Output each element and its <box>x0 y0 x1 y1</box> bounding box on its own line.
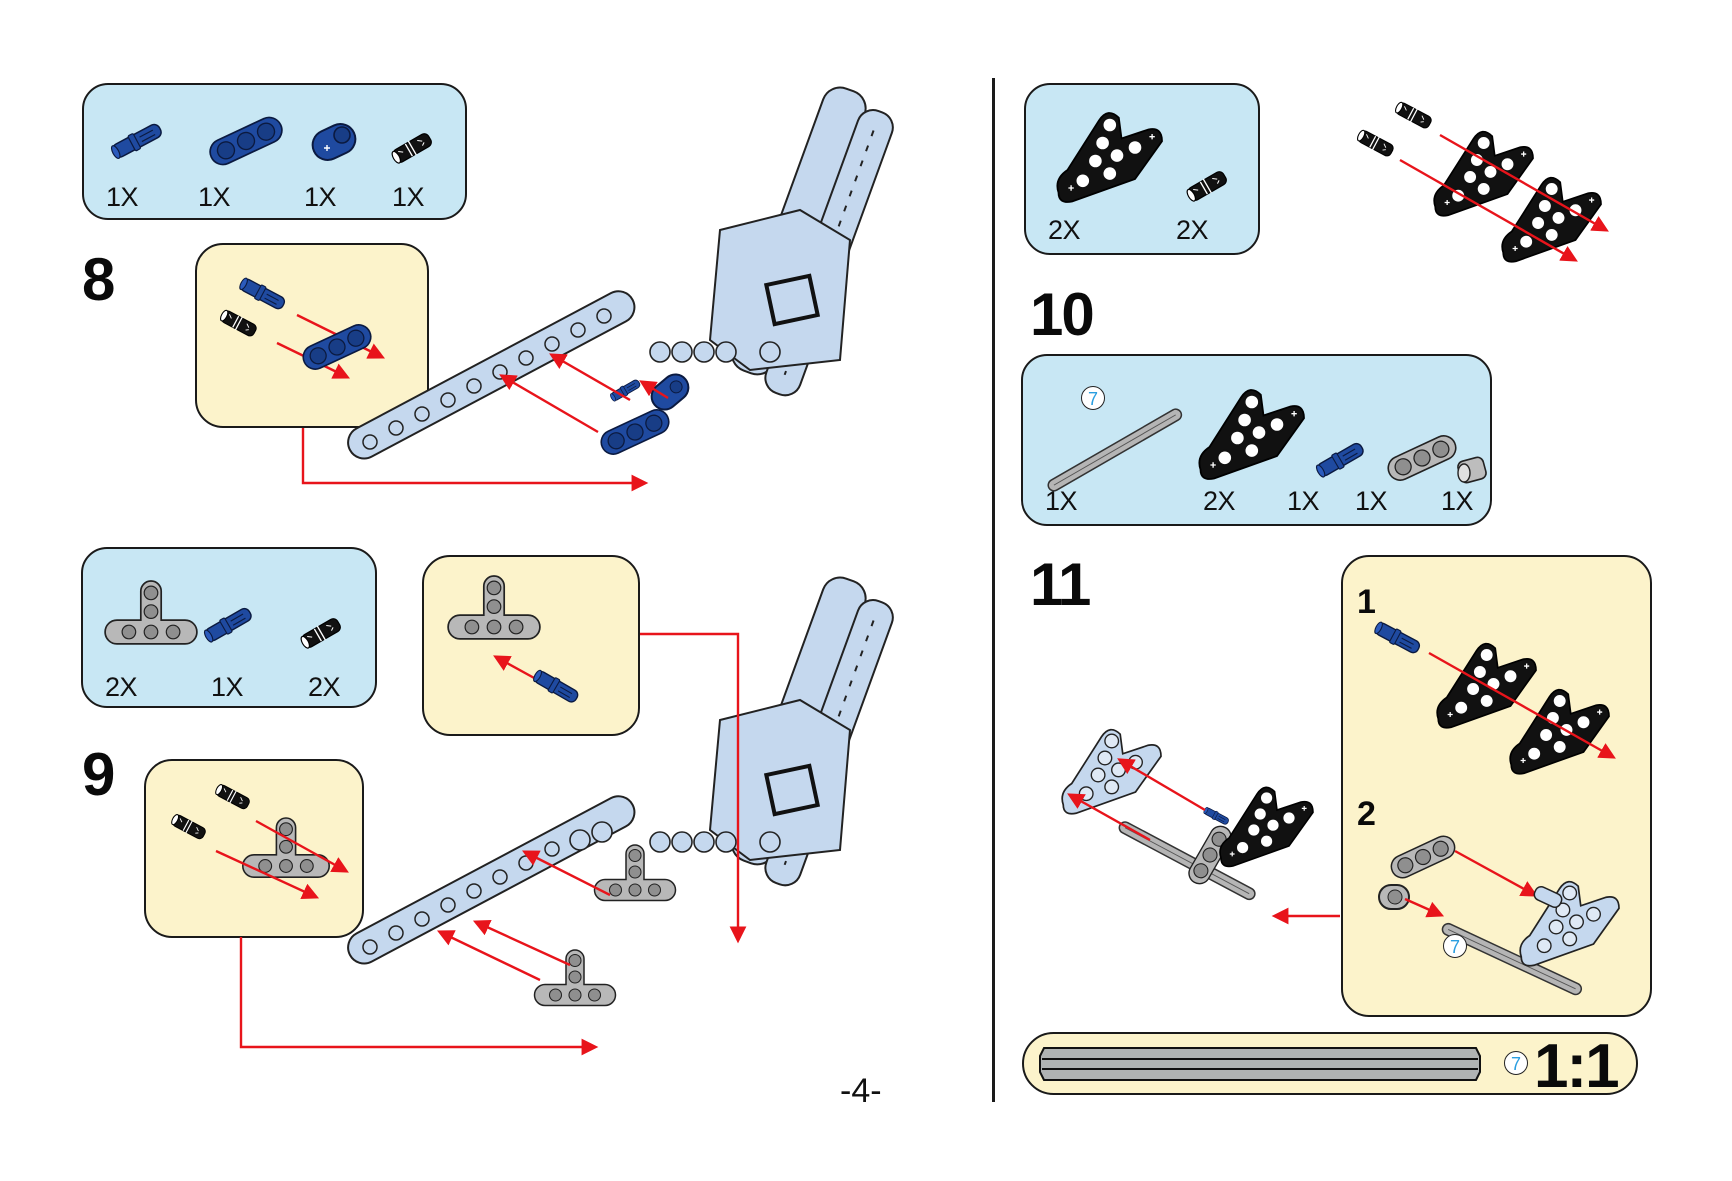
part-qty: 1X <box>392 182 425 212</box>
axle-scale-reference: 7 1:1 <box>1022 1032 1638 1101</box>
part-qty: 2X <box>308 672 341 702</box>
step-10-parts-box: 2X 2X <box>1024 83 1260 255</box>
step-number: 9 <box>82 741 115 808</box>
axle-length-value: 7 <box>1510 1054 1521 1074</box>
subassembly-illustration <box>217 275 386 379</box>
callout-connector <box>301 428 649 492</box>
step-number: 10 <box>1030 281 1095 348</box>
step-8-parts-box: 1X 1X 1X 1X <box>82 83 467 220</box>
step-8-subassembly-box <box>195 243 429 428</box>
step-number: 8 <box>82 246 115 313</box>
step-11-subassembly-box: 1 2 7 <box>1341 555 1652 1017</box>
part-qty: 1X <box>198 182 231 212</box>
page-number: -4- <box>840 1072 882 1110</box>
substep-number: 1 <box>1357 583 1376 621</box>
black-friction-pin-icon <box>1184 168 1230 205</box>
axle-length-badge: 7 <box>1504 1051 1528 1075</box>
part-qty: 2X <box>105 672 138 702</box>
subassembly-illustration <box>447 575 582 706</box>
step-9-model-illustration <box>341 576 894 1007</box>
part-qty: 1X <box>211 672 244 702</box>
axle-length-badge: 7 <box>1443 934 1467 958</box>
motor-body <box>708 698 852 862</box>
black-triangle-beam-icon <box>1056 112 1163 203</box>
step-9-subassembly-box-a <box>422 555 640 736</box>
grey-bushing-icon <box>1457 456 1487 484</box>
step-10-exploded-illustration <box>1354 99 1609 263</box>
part-qty: 2X <box>1048 215 1081 245</box>
part-qty: 1X <box>1045 486 1078 516</box>
step-11-model-illustration <box>1061 728 1340 925</box>
step-11-parts-box: 7 1X 2X 1X 1X 1X <box>1021 354 1492 526</box>
step-9-subassembly-box-b <box>144 759 364 938</box>
axle-length-value: 7 <box>1087 389 1098 409</box>
substep-number: 2 <box>1357 795 1376 833</box>
part-qty: 1X <box>106 182 139 212</box>
part-qty: 1X <box>1355 486 1388 516</box>
blue-3-beam-icon <box>205 112 287 170</box>
blue-axle-pin-connector-icon <box>311 123 357 161</box>
axle-length-value: 7 <box>1449 937 1460 957</box>
part-qty: 1X <box>1441 486 1474 516</box>
grey-t-beam-icon <box>104 580 198 645</box>
step-8-model-illustration <box>341 86 894 466</box>
subassembly-illustration <box>169 781 349 900</box>
part-qty: 1X <box>304 182 337 212</box>
blue-long-pin-icon <box>201 604 255 646</box>
axle-1to1-drawing <box>1039 1047 1481 1081</box>
scale-ratio-label: 1:1 <box>1534 1032 1620 1101</box>
blue-long-pin-icon <box>108 120 165 162</box>
step-9-parts-box: 2X 1X 2X <box>81 547 377 708</box>
black-triangle-beam-icon <box>1198 389 1305 480</box>
callout-connector <box>239 937 599 1056</box>
part-qty: 1X <box>1287 486 1320 516</box>
motor-body <box>708 208 852 372</box>
axle-length-badge: 7 <box>1081 386 1105 410</box>
step-number: 11 <box>1030 551 1091 618</box>
substep-1-illustration <box>1371 619 1616 775</box>
part-qty: 2X <box>1203 486 1236 516</box>
substep-2-illustration <box>1378 831 1620 998</box>
callout-connector <box>640 632 747 944</box>
part-qty: 2X <box>1176 215 1209 245</box>
page-divider <box>992 78 995 1102</box>
